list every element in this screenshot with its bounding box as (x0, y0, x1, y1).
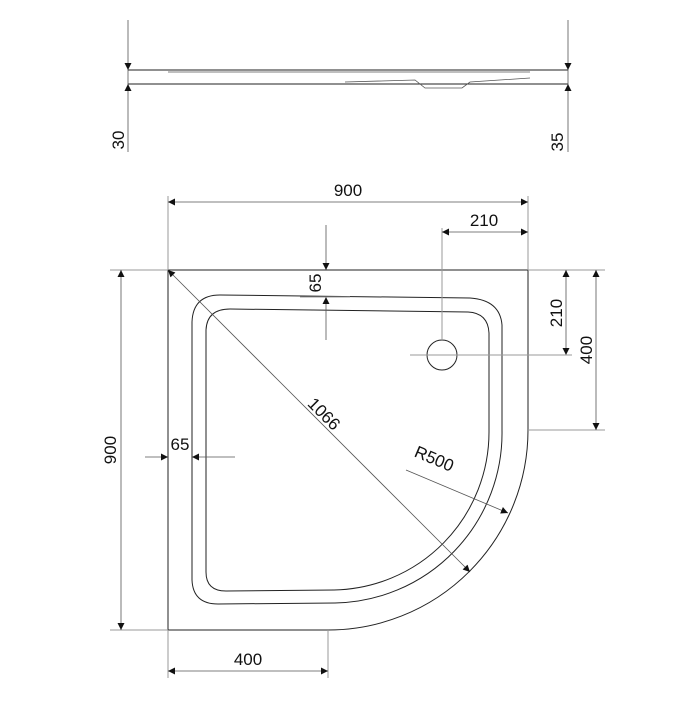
dim-radius-leader (405, 469, 509, 514)
dim-diagonal-line (167, 269, 471, 573)
side-view-drain-profile (344, 77, 531, 89)
plan-view: 900 210 65 210 400 900 65 1066 R500 400 (101, 181, 605, 678)
dim-drain-y-label: 210 (547, 299, 566, 327)
dim-width-label: 900 (334, 181, 362, 200)
dim-bottom-straight-label: 400 (234, 650, 262, 669)
dim-radius-label: R500 (412, 442, 457, 475)
dim-drain-x-label: 210 (470, 211, 498, 230)
dim-rim-left-label: 65 (171, 435, 190, 454)
dim-side-left-label: 30 (109, 131, 128, 150)
dim-height-label: 900 (101, 436, 120, 464)
side-view: 30 35 (109, 20, 572, 152)
dim-side-right-label: 35 (548, 133, 567, 152)
side-view-ends (127, 70, 569, 84)
dim-right-straight-label: 400 (577, 336, 596, 364)
dim-diagonal-label: 1066 (304, 394, 344, 434)
dim-rim-top-label: 65 (306, 274, 325, 293)
